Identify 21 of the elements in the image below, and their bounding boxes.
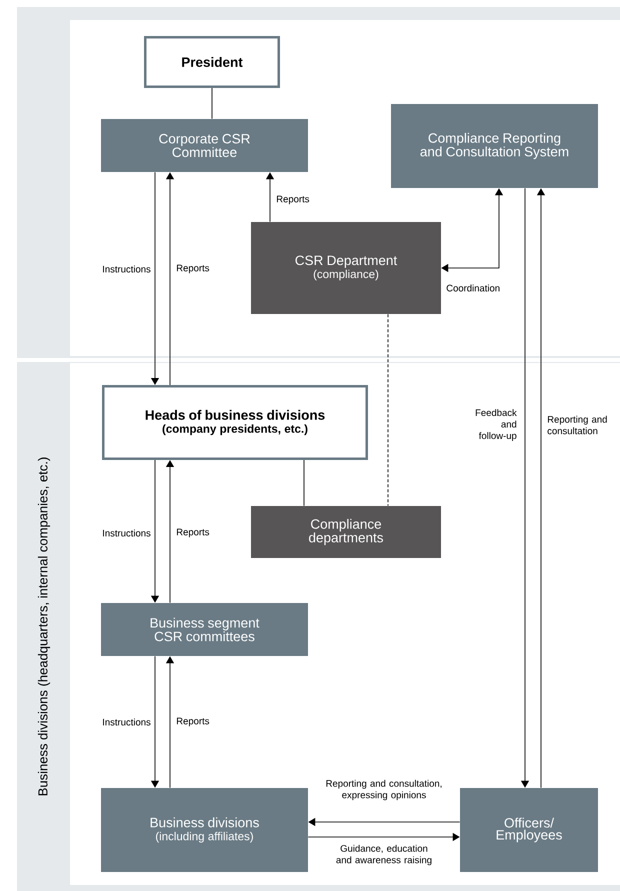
edge-label: Instructions: [103, 266, 150, 272]
outlined-box: Heads of business divisions (company presidents, etc.): [102, 385, 368, 460]
department-box: Compliance departments: [251, 506, 441, 558]
edge-label: Reports: [176, 528, 210, 538]
edge-label: Feedback and follow-up: [476, 409, 517, 441]
process-box: Corporate CSR Committee: [101, 119, 308, 172]
process-box: Officers/ Employees: [460, 788, 598, 872]
edge-label: Reporting and consultation, expressing opinions: [326, 780, 442, 800]
edge-label: Instructions: [103, 718, 150, 726]
edge-label: Reports: [276, 196, 310, 204]
process-box: Business divisions (including affiliates): [101, 788, 308, 872]
edge-label: Guidance, education and awareness raising: [336, 844, 432, 866]
edge-label: Reporting and consultation: [548, 416, 607, 434]
edge-label: Reports: [176, 718, 210, 726]
process-box: Compliance Reporting and Consultation System: [391, 104, 598, 188]
process-box: Business segment CSR committees: [101, 603, 308, 656]
edge-label: Instructions: [103, 530, 150, 536]
edge-label: Reports: [176, 264, 210, 274]
edge-label: Coordination: [446, 284, 500, 292]
outlined-box: President: [144, 36, 280, 88]
department-box: CSR Department (compliance): [251, 222, 441, 314]
